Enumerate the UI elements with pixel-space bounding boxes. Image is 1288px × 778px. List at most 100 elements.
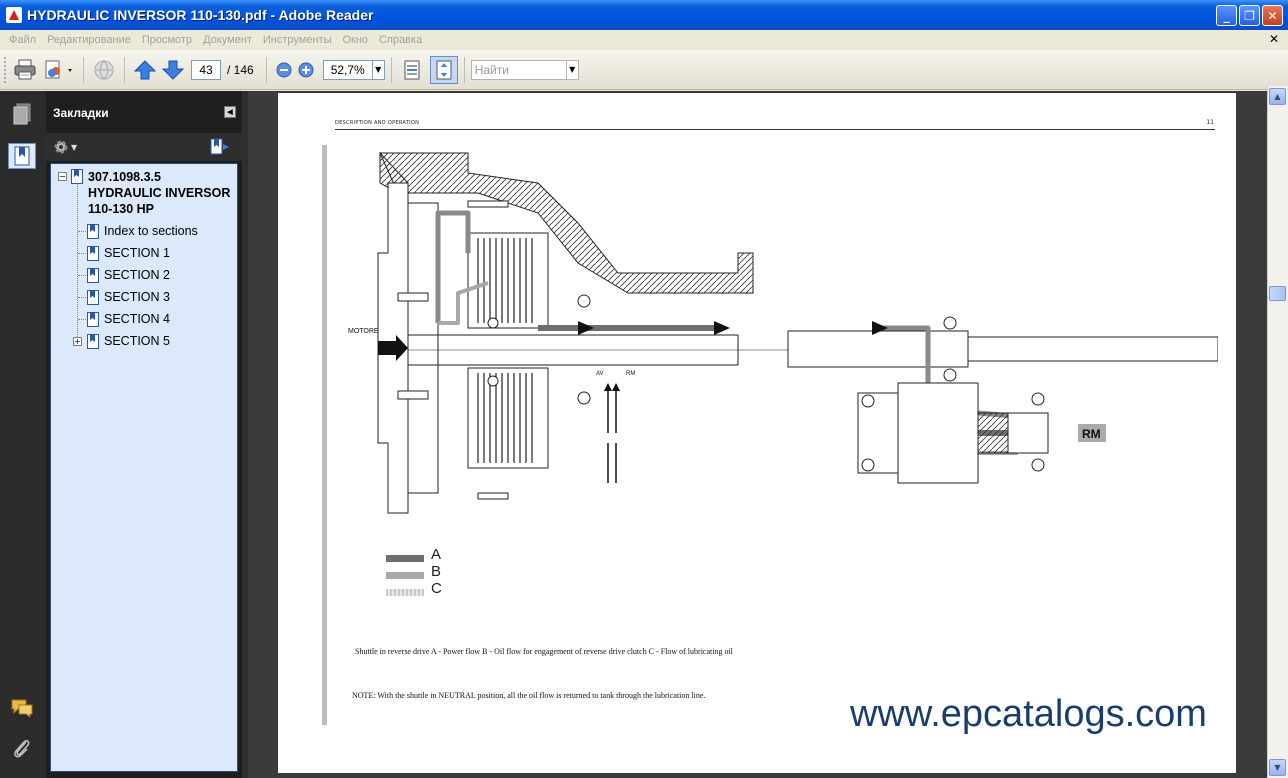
previous-page-button[interactable] [131,56,159,84]
menu-view[interactable]: Просмотр [141,34,193,46]
bookmark-section-5[interactable]: SECTION 5 [87,334,170,349]
bookmark-icon [87,246,99,261]
collapse-panel-button[interactable]: ◀ [224,106,236,118]
bookmark-icon [87,268,99,283]
scroll-thumb[interactable] [1269,286,1286,301]
bookmark-icon [87,334,99,349]
chevron-down-icon: ▼ [1274,763,1281,772]
chevron-down-icon: ▼ [569,65,576,74]
zoom-out-button[interactable] [273,56,295,84]
bookmark-section-3[interactable]: SECTION 3 [87,290,170,305]
find-dropdown-button[interactable]: ▼ [566,59,579,80]
page-header-left: DESCRIPTION AND OPERATION [335,120,420,126]
pages-panel-button[interactable] [10,101,34,127]
bookmarks-panel-button[interactable] [8,143,36,169]
menu-tools[interactable]: Инструменты [262,34,332,46]
bookmarks-toolbar: ▼ [46,133,242,161]
restore-button[interactable]: ❐ [1239,5,1260,26]
toolbar-separator [83,56,84,83]
av-label: AV [596,371,604,377]
chevron-down-icon: ▼ [71,142,78,152]
arrow-up-icon [134,59,156,79]
printer-icon [14,59,36,79]
root-line-3: 110-130 HP [88,202,155,216]
chevron-down-icon: ▼ [375,65,382,74]
bookmark-section-4[interactable]: SECTION 4 [87,312,170,327]
arrow-down-icon [162,60,184,80]
page-number-input[interactable]: 43 [191,59,221,80]
legend-label-c: C [431,580,442,597]
toolbar-separator [265,56,267,83]
collaborate-button[interactable] [39,56,77,84]
bookmarks-panel-title: Закладки ◀ [46,91,242,133]
bookmark-icon [87,290,99,305]
fit-page-button[interactable] [429,55,458,84]
hand-tool-button[interactable] [90,56,118,84]
bookmark-label: SECTION 5 [104,334,170,348]
scroll-up-button[interactable]: ▲ [1269,88,1286,105]
scroll-down-button[interactable]: ▼ [1269,759,1286,776]
chevron-up-icon: ▲ [1274,92,1281,101]
legend-swatch-b [386,572,424,579]
expand-bookmark-button[interactable] [210,138,230,159]
zoom-out-icon [276,62,292,77]
comments-panel-button[interactable] [10,695,34,721]
toolbar-separator [124,56,125,83]
menu-window[interactable]: Окно [342,34,369,46]
vertical-scrollbar[interactable]: ▲ ▼ [1267,86,1288,778]
zoom-in-button[interactable] [295,56,317,84]
motore-label: MOTORE [348,328,379,335]
bookmark-expand-icon [210,138,229,155]
document-people-icon [45,60,72,78]
tree-connector [78,253,86,254]
root-line-2: HYDRAULIC INVERSOR [88,186,231,200]
menu-help[interactable]: Справка [379,34,423,46]
hydraulic-inversor-diagram: MOTORE AV RM RM [348,151,1218,514]
bookmark-icon [87,224,99,239]
toolbar: 43 / 146 52,7% ▼ Найти [0,50,1288,90]
page-number-label: 11 [1206,119,1214,126]
tree-connector [78,275,86,276]
zoom-in-icon [298,62,314,77]
bookmark-icon [14,146,30,166]
fit-width-button[interactable] [398,56,426,84]
attachments-panel-button[interactable] [10,735,34,761]
panel-splitter[interactable] [242,91,248,778]
tree-connector [78,297,86,298]
bookmark-label: SECTION 2 [104,268,170,282]
close-button[interactable]: ✕ [1262,5,1283,26]
rm-label: RM [1082,427,1101,441]
figure-caption: Shuttle in reverse drive A - Power flow … [355,647,733,656]
zoom-dropdown-button[interactable]: ▼ [372,59,385,80]
menu-file[interactable]: Файл [9,34,37,46]
bookmark-root-label: 307.1098.3.5 HYDRAULIC INVERSOR 110-130 … [88,169,230,217]
bookmark-section-1[interactable]: SECTION 1 [87,246,170,261]
next-page-button[interactable] [159,56,187,84]
bookmark-index[interactable]: Index to sections [87,224,198,239]
expand-toggle[interactable]: + [73,337,82,346]
bookmark-section-2[interactable]: SECTION 2 [87,268,170,283]
navigation-strip [0,91,46,778]
figure-note: NOTE: With the shuttle in NEUTRAL positi… [352,691,706,700]
bookmark-icon [71,169,83,184]
menu-document[interactable]: Документ [203,34,252,46]
toolbar-grip[interactable] [4,56,7,83]
minimize-button[interactable]: _ [1216,5,1237,26]
zoom-level-input[interactable]: 52,7% [322,59,373,80]
document-close-button[interactable]: ✕ [1268,32,1279,46]
bookmark-label: SECTION 3 [104,290,170,304]
bookmark-label: Index to sections [104,224,198,238]
document-viewport[interactable]: DESCRIPTION AND OPERATION 11 [248,91,1267,778]
menu-edit[interactable]: Редактирование [47,34,131,46]
chevron-left-icon: ◀ [227,109,233,116]
page-margin-bar [322,145,327,725]
bookmark-icon [87,312,99,327]
collapse-toggle[interactable]: − [58,172,67,181]
page-total: / 146 [227,62,254,77]
bookmark-label: SECTION 4 [104,312,170,326]
bookmark-root[interactable]: 307.1098.3.5 HYDRAULIC INVERSOR 110-130 … [71,169,230,217]
print-button[interactable] [11,56,39,84]
bookmark-options-button[interactable]: ▼ [52,138,77,156]
find-input[interactable]: Найти [470,59,567,80]
window-title: HYDRAULIC INVERSOR 110-130.pdf - Adobe R… [27,7,374,23]
